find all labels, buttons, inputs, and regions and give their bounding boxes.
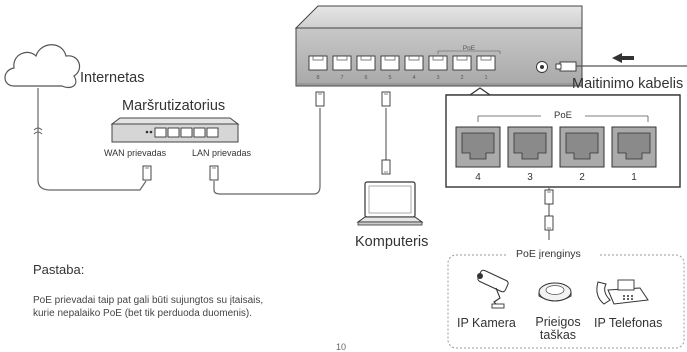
- poe-zoom-title: PoE: [554, 110, 572, 121]
- wan-port-label: WAN prievadas: [104, 148, 167, 158]
- switch-port-number: 6: [364, 75, 367, 81]
- poe-port-number: 1: [631, 172, 637, 183]
- switch-port-number: 2: [460, 75, 463, 81]
- poe-devices-title: PoE įrenginys: [516, 248, 581, 260]
- poe-port: 2: [559, 126, 605, 183]
- poe-port: 3: [507, 126, 553, 183]
- switch-port-number: 7: [340, 75, 343, 81]
- access-point-icon: [538, 282, 572, 302]
- note-title: Pastaba:: [33, 262, 85, 277]
- rj45-plug-icon: [544, 215, 554, 231]
- switch-port: 3: [428, 55, 448, 81]
- laptop-icon: [356, 181, 424, 226]
- cloud-icon: [4, 44, 81, 89]
- internet-label: Internetas: [80, 70, 145, 86]
- rj45-plug-icon: [142, 165, 152, 181]
- switch-icon: [294, 5, 583, 87]
- poe-port-number: 2: [579, 172, 585, 183]
- ip-camera-icon: [477, 269, 509, 309]
- power-cable-label: Maitinimo kabelis: [572, 76, 684, 92]
- computer-label: Komputeris: [355, 234, 429, 250]
- router-icon: [110, 117, 240, 143]
- rj45-plug-icon: [544, 189, 554, 205]
- switch-port: 1: [476, 55, 496, 81]
- lan-port-label: LAN prievadas: [192, 148, 252, 158]
- page-number: 10: [336, 342, 347, 352]
- access-point-label: Prieigos taškas: [535, 315, 581, 342]
- arrow-left-icon: [612, 53, 634, 63]
- router-title: Maršrutizatorius: [122, 98, 226, 114]
- switch-port-number: 5: [388, 75, 391, 81]
- rj45-plug-icon: [381, 159, 391, 175]
- cable-break-icon: [33, 127, 43, 135]
- switch-port: 6: [356, 55, 376, 81]
- ip-camera-label: IP Kamera: [457, 316, 516, 330]
- switch-poe-label: PoE: [463, 45, 476, 52]
- switch-port: 5: [380, 55, 400, 81]
- poe-port-number: 4: [475, 172, 481, 183]
- poe-port: 1: [611, 126, 657, 183]
- poe-zoom-title-bg: [541, 108, 585, 121]
- switch-port: 7: [332, 55, 352, 81]
- poe-port-number: 3: [527, 172, 533, 183]
- cable-internet-to-router: [37, 88, 147, 191]
- switch-port-number: 4: [412, 75, 415, 81]
- ip-phone-icon: [596, 279, 649, 305]
- switch-port: 4: [404, 55, 424, 81]
- switch-port-number: 8: [316, 75, 319, 81]
- rj45-plug-icon: [209, 165, 219, 181]
- switch-port: 2: [452, 55, 472, 81]
- poe-port: 4: [455, 126, 501, 183]
- switch-port-number: 1: [484, 75, 487, 81]
- switch-port-number: 3: [436, 75, 439, 81]
- switch-port-row: 8 7 6 5 4 3 2 1: [308, 55, 496, 81]
- note-line-2: kurie nepalaiko PoE (bet tik perduoda du…: [33, 308, 253, 319]
- cable-router-to-switch: [213, 108, 321, 195]
- rj45-plug-icon: [381, 91, 391, 107]
- poe-zoom-port-row: 4 3 2 1: [455, 126, 657, 183]
- note-line-1: PoE prievadai taip pat gali būti sujungt…: [33, 295, 264, 306]
- poe-devices-title-bg: [506, 249, 598, 262]
- ip-phone-label: IP Telefonas: [594, 316, 663, 330]
- rj45-plug-icon: [315, 91, 325, 107]
- switch-port: 8: [308, 55, 328, 81]
